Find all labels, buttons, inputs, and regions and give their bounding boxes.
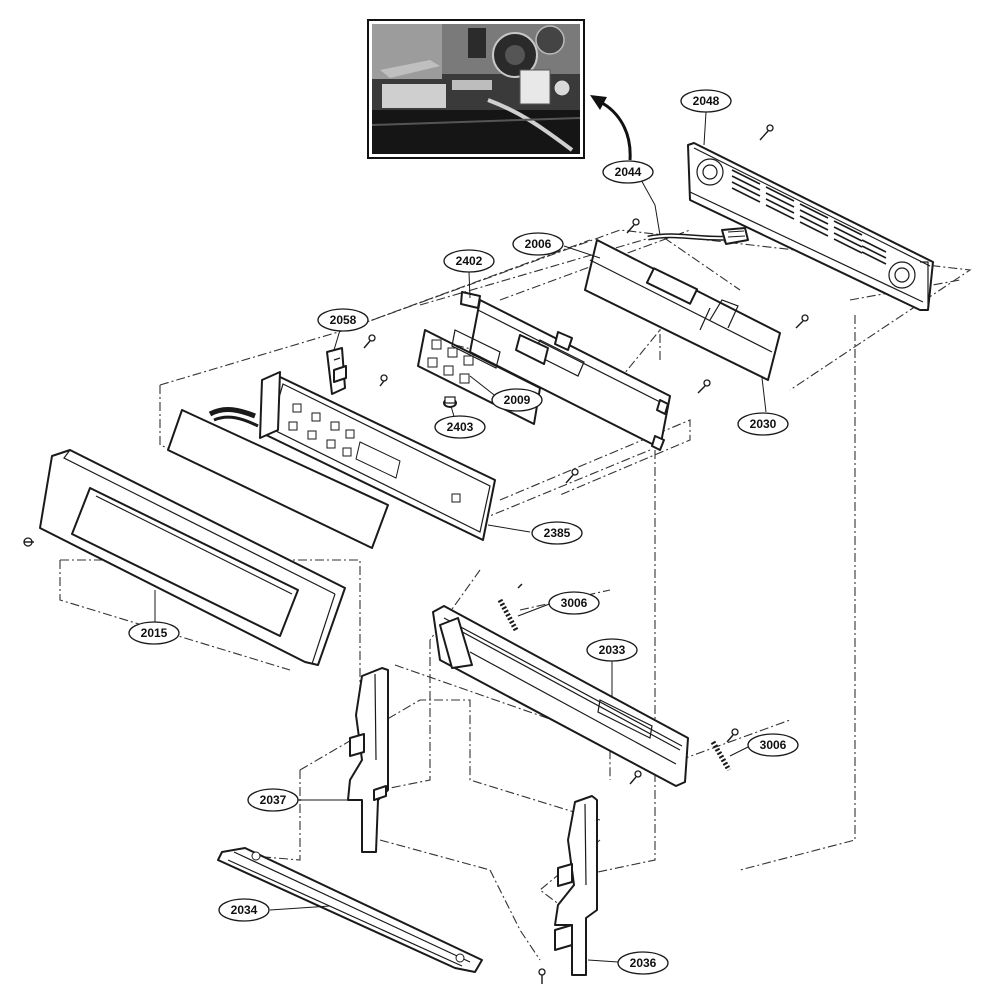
callout-2403: 2403 <box>434 415 486 439</box>
callout-2034: 2034 <box>218 898 270 922</box>
callout-label: 3006 <box>561 596 588 610</box>
screw-icon <box>759 124 774 141</box>
part-2048-vent-panel <box>687 142 934 311</box>
callout-label: 2030 <box>750 417 777 431</box>
part-2385-control-panel <box>259 371 496 541</box>
screw-icon <box>363 334 376 349</box>
callout-2036: 2036 <box>617 951 669 975</box>
callout-label: 2058 <box>330 313 357 327</box>
part-2006-2030-board-panel <box>584 239 781 381</box>
callout-2009: 2009 <box>491 388 543 412</box>
callout-2402: 2402 <box>443 249 495 273</box>
callout-2385: 2385 <box>531 521 583 545</box>
part-2015-front-trim <box>39 449 346 666</box>
callout-label: 2036 <box>630 956 657 970</box>
part-2036-side-bracket <box>554 795 598 976</box>
callout-2048: 2048 <box>680 89 732 113</box>
callout-label: 2015 <box>141 626 168 640</box>
screw-icon <box>697 379 711 394</box>
callout-label: 2006 <box>525 237 552 251</box>
part-2033-crossmember <box>432 605 689 787</box>
callout-label: 2385 <box>544 526 571 540</box>
screw-icon <box>538 968 546 984</box>
callout-label: 2044 <box>615 165 642 179</box>
screw-icon <box>795 314 809 329</box>
callout-2030: 2030 <box>737 412 789 436</box>
screw-icon <box>23 537 34 547</box>
part-2034-lower-rail <box>217 847 483 973</box>
screw-icon <box>626 218 640 234</box>
callout-2044: 2044 <box>602 160 654 184</box>
callout-label: 2034 <box>231 903 258 917</box>
part-glass-panel <box>167 407 389 549</box>
callout-2037: 2037 <box>247 788 299 812</box>
part-2058-bracket <box>326 347 347 395</box>
callout-label: 2033 <box>599 643 626 657</box>
part-3006-spring-upper <box>497 583 523 632</box>
screw-icon <box>629 770 642 785</box>
part-2037-side-bracket <box>347 667 389 853</box>
callout-3006-lower: 3006 <box>747 733 799 757</box>
screw-icon <box>379 374 388 387</box>
callout-2015: 2015 <box>128 621 180 645</box>
callout-label: 2402 <box>456 254 483 268</box>
curved-arrow-icon <box>590 95 632 161</box>
leader-lines <box>154 111 767 963</box>
callout-label: 3006 <box>760 738 787 752</box>
screw-icon <box>565 468 579 484</box>
callout-2006: 2006 <box>512 232 564 256</box>
callout-2033: 2033 <box>586 638 638 662</box>
screw-icon <box>726 728 739 743</box>
callout-label: 2048 <box>693 94 720 108</box>
callout-label: 2009 <box>504 393 531 407</box>
callout-label: 2037 <box>260 793 287 807</box>
part-3006-spring-lower <box>710 740 732 772</box>
part-2044-wire-harness <box>647 227 749 245</box>
control-board-photo-inset <box>367 19 585 159</box>
callout-label: 2403 <box>447 420 474 434</box>
part-2403-knob <box>443 396 457 408</box>
callout-3006-upper: 3006 <box>548 591 600 615</box>
screws <box>23 124 809 984</box>
callout-2058: 2058 <box>317 308 369 332</box>
